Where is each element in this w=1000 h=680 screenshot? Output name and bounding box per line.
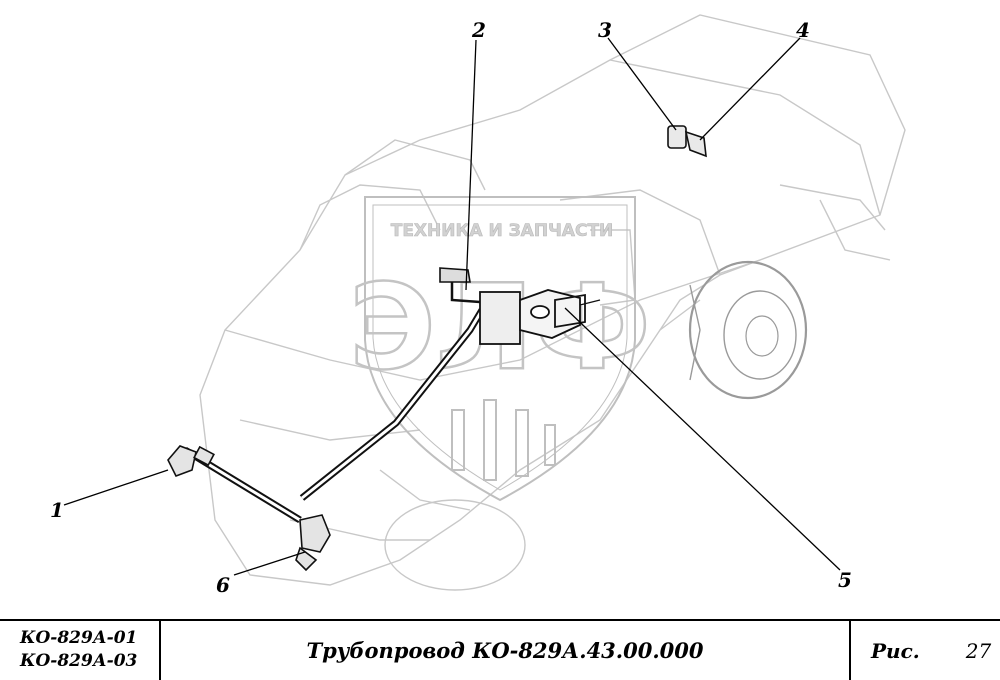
figure-number: 27 — [965, 638, 992, 663]
watermark-top-text: ТЕХНИКА И ЗАПЧАСТИ — [391, 221, 614, 241]
title-block: КО-829А-01 КО-829А-03 Трубопровод КО-829… — [0, 619, 1000, 680]
pump-assembly — [479, 289, 601, 345]
watermark-shield — [364, 196, 636, 502]
figure-label-text: Рис. — [871, 638, 920, 663]
leader-lines — [63, 37, 841, 576]
callout-1: 1 — [50, 498, 64, 522]
model-codes: КО-829А-01 КО-829А-03 — [0, 621, 161, 680]
model-code-2: КО-829А-03 — [20, 651, 138, 671]
model-code-1: КО-829А-01 — [20, 628, 138, 648]
callout-2: 2 — [472, 18, 486, 42]
drawing-title: Трубопровод КО-829А.43.00.000 — [161, 621, 851, 680]
callout-6: 6 — [216, 573, 230, 597]
rear-wheel — [688, 260, 808, 400]
technical-drawing: ТЕХНИКА И ЗАПЧАСТИ ЭЛФ — [50, 14, 906, 597]
callout-3: 3 — [598, 18, 612, 42]
nozzle-left — [167, 445, 215, 478]
valve-fitting — [667, 125, 707, 158]
drawing-canvas: ТЕХНИКА И ЗАПЧАСТИ ЭЛФ — [63, 14, 906, 591]
nozzle-right — [295, 514, 331, 572]
callout-5: 5 — [838, 568, 852, 592]
figure-label: Рис. 27 — [851, 621, 1000, 680]
callout-4: 4 — [796, 18, 810, 42]
